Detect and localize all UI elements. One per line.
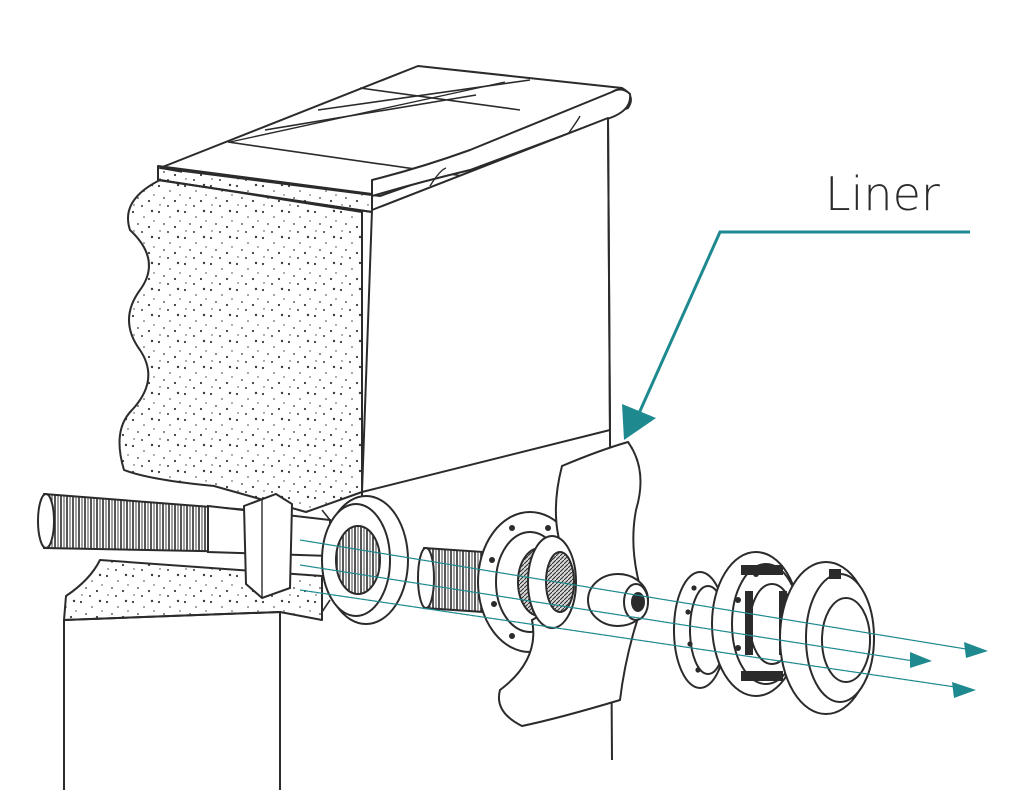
- clamping-ring-holes: [735, 571, 759, 677]
- clamping-ring: [711, 551, 801, 697]
- arrow-head-icon: [952, 682, 976, 698]
- gasket-ring: [527, 535, 577, 629]
- callout-leader-line: [634, 230, 970, 421]
- clamping-ring-bolt: [741, 671, 783, 681]
- liner-callout: Liner: [622, 167, 970, 440]
- flange-threaded-bore: [335, 525, 381, 595]
- wall-pipe: [37, 492, 331, 600]
- lock-nut: [242, 492, 294, 600]
- callout-label: Liner: [825, 167, 940, 221]
- clamping-ring-bolt: [741, 565, 783, 575]
- callout-arrowhead-icon: [622, 404, 656, 440]
- concrete-wall: [63, 65, 632, 790]
- arrow-head-icon: [910, 652, 932, 668]
- assembly-axis-lines: [299, 539, 973, 689]
- axis-arrowheads: [910, 642, 988, 698]
- wall-section-face: [118, 179, 363, 513]
- wall-flange: [321, 495, 409, 625]
- face-plate: [779, 561, 875, 715]
- coping-joints: [227, 79, 561, 191]
- arrow-head-icon: [964, 642, 988, 658]
- gasket-plate-holes: [685, 585, 701, 673]
